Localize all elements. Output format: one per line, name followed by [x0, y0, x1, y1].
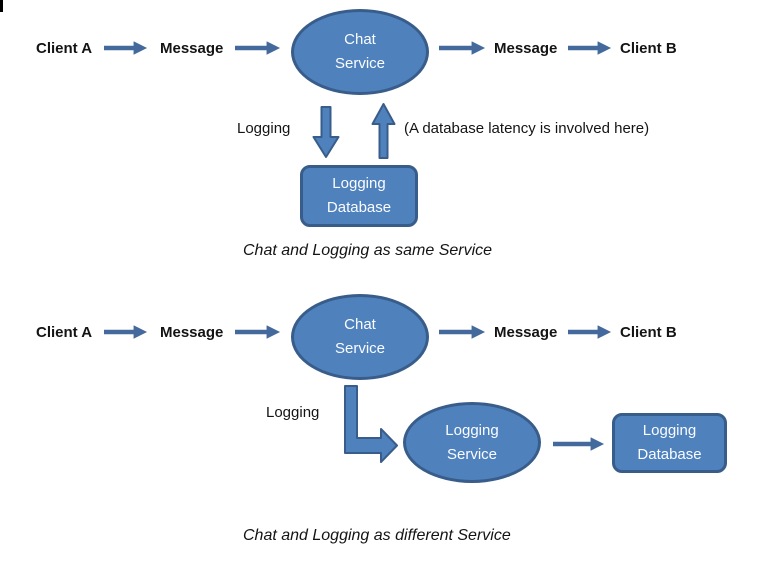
d1-message-in-label: Message [160, 40, 224, 57]
d2-message-in-label: Message [160, 324, 224, 341]
d1-logging-label: Logging [237, 120, 291, 137]
d2-logging-database-label: Logging Database [637, 422, 702, 463]
d1-message-out-label: Message [494, 40, 558, 57]
arrow-d2-chat-to-loggingservice-elbow [344, 385, 398, 463]
scan-artifact [0, 0, 3, 12]
d2-client-a-label: Client A [36, 324, 93, 341]
d2-chat-service-node: Chat Service [291, 294, 429, 380]
d1-logging-database-node: Logging Database [300, 165, 418, 227]
d1-client-a-label: Client A [36, 40, 93, 57]
d2-client-b-label: Client B [620, 324, 677, 341]
d1-chat-service-label: Chat Service [334, 31, 386, 72]
d1-client-b-label: Client B [620, 40, 677, 57]
d2-caption: Chat and Logging as different Service [243, 527, 511, 544]
d1-chat-service-node: Chat Service [291, 9, 429, 95]
d2-logging-service-node: Logging Service [403, 402, 541, 483]
d2-logging-label: Logging [266, 404, 320, 421]
d2-logging-service-label: Logging Service [445, 421, 499, 463]
arrow-d1-database-to-chat-up [371, 103, 396, 159]
d1-logging-database-label: Logging Database [326, 175, 392, 216]
d2-message-out-label: Message [494, 324, 558, 341]
arrow-d1-chat-to-database-down [312, 106, 340, 158]
d2-chat-service-label: Chat Service [334, 316, 386, 357]
d1-caption: Chat and Logging as same Service [243, 242, 493, 259]
d1-latency-note: (A database latency is involved here) [404, 120, 650, 137]
d2-logging-database-node: Logging Database [612, 413, 727, 473]
